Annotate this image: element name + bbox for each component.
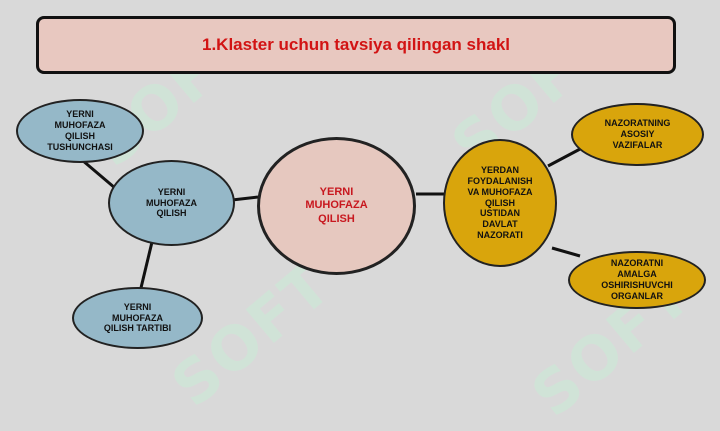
node-left-top-label: YERNI MUHOFAZA QILISH TUSHUNCHASI — [47, 109, 113, 152]
connector-right-top — [547, 146, 583, 168]
node-right-top-label: NAZORATNING ASOSIY VAZIFALAR — [604, 118, 671, 150]
node-right-bottom: NAZORATNI AMALGA OSHIRISHUVCHI ORGANLAR — [568, 251, 706, 309]
node-left-top: YERNI MUHOFAZA QILISH TUSHUNCHASI — [16, 99, 144, 163]
node-left-bottom: YERNI MUHOFAZA QILISH TARTIBI — [72, 287, 203, 349]
node-center: YERNI MUHOFAZA QILISH — [257, 137, 416, 275]
node-left-main: YERNI MUHOFAZA QILISH — [108, 160, 235, 246]
node-left-main-label: YERNI MUHOFAZA QILISH — [146, 186, 197, 219]
connector-left-center — [231, 195, 259, 202]
connector-left-bottom — [138, 241, 154, 293]
node-right-bottom-label: NAZORATNI AMALGA OSHIRISHUVCHI ORGANLAR — [601, 258, 673, 301]
node-center-label: YERNI MUHOFAZA QILISH — [305, 186, 368, 225]
node-right-main-label: YERDAN FOYDALANISH VA MUHOFAZA QILISH US… — [467, 165, 533, 240]
page-title: 1.Klaster uchun tavsiya qilingan shakl — [202, 35, 510, 54]
connector-lines — [81, 146, 583, 293]
title-banner: 1.Klaster uchun tavsiya qilingan shakl — [36, 16, 676, 74]
node-right-top: NAZORATNING ASOSIY VAZIFALAR — [571, 103, 704, 166]
node-left-bottom-label: YERNI MUHOFAZA QILISH TARTIBI — [103, 301, 172, 334]
node-right-main: YERDAN FOYDALANISH VA MUHOFAZA QILISH US… — [443, 139, 557, 267]
connector-right-bottom — [551, 246, 581, 258]
connector-left-top — [81, 158, 116, 190]
